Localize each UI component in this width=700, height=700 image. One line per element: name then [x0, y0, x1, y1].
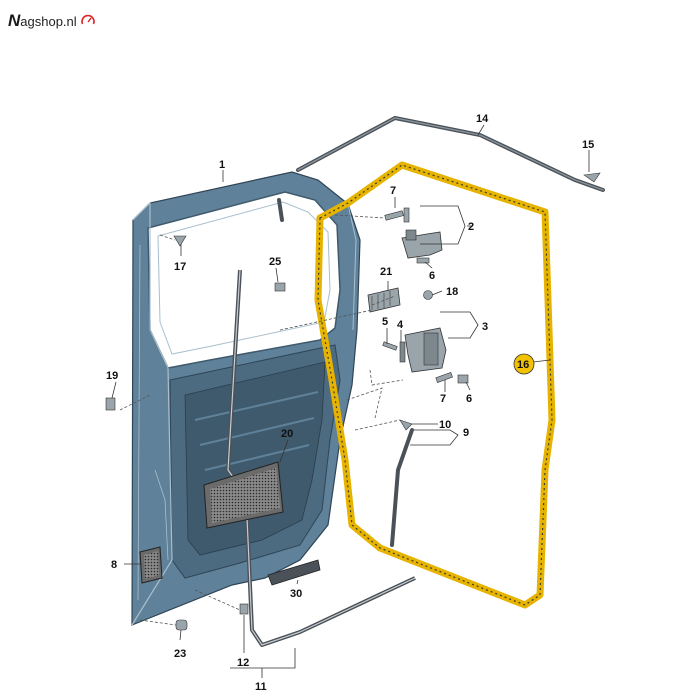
callout-2: 2: [468, 221, 474, 233]
callout-3: 3: [482, 321, 488, 333]
callout-19: 19: [106, 370, 118, 382]
vent-grille-8: [139, 546, 163, 584]
callout-1: 1: [219, 159, 225, 171]
callout-30: 30: [290, 588, 302, 600]
nagshop-logo: N agshop.nl: [8, 8, 96, 34]
callout-8: 8: [111, 559, 117, 571]
callout-17: 17: [174, 261, 186, 273]
gauge-icon: [80, 14, 95, 25]
logo-site-name: agshop.nl: [20, 13, 77, 29]
callout-21: 21: [380, 266, 392, 278]
callout-6a: 6: [429, 270, 435, 282]
callout-12: 12: [237, 657, 249, 669]
callout-23: 23: [174, 648, 186, 660]
callout-4: 4: [397, 319, 404, 331]
callout-10: 10: [439, 419, 451, 431]
callout-labels: 1 2 3 4 5 6 6 7 7 8 9 10 11 12 14 15 16 …: [106, 113, 594, 693]
callout-16: 16: [517, 359, 529, 371]
callout-7b: 7: [440, 393, 446, 405]
callout-11: 11: [255, 681, 267, 693]
callout-15: 15: [582, 139, 594, 151]
callout-14: 14: [476, 113, 489, 125]
callout-6b: 6: [466, 393, 472, 405]
callout-25: 25: [269, 256, 281, 268]
inner-seal-strip: [390, 428, 414, 547]
callout-20: 20: [281, 428, 293, 440]
callout-7a: 7: [390, 185, 396, 197]
vent-grille-20: [203, 461, 284, 529]
door-shell: [131, 171, 361, 626]
callout-9: 9: [463, 427, 469, 439]
bolts: [105, 172, 601, 631]
callout-5: 5: [382, 316, 388, 328]
logo-mark: N: [8, 11, 20, 30]
lower-hinge-3: [404, 327, 447, 373]
leader-lines: [111, 124, 590, 678]
callout-16-highlight: [513, 353, 535, 375]
pad-30: [267, 559, 321, 586]
door-seal-highlighted: [314, 161, 556, 609]
callout-18: 18: [446, 286, 458, 298]
upper-hinge-2: [401, 229, 443, 259]
